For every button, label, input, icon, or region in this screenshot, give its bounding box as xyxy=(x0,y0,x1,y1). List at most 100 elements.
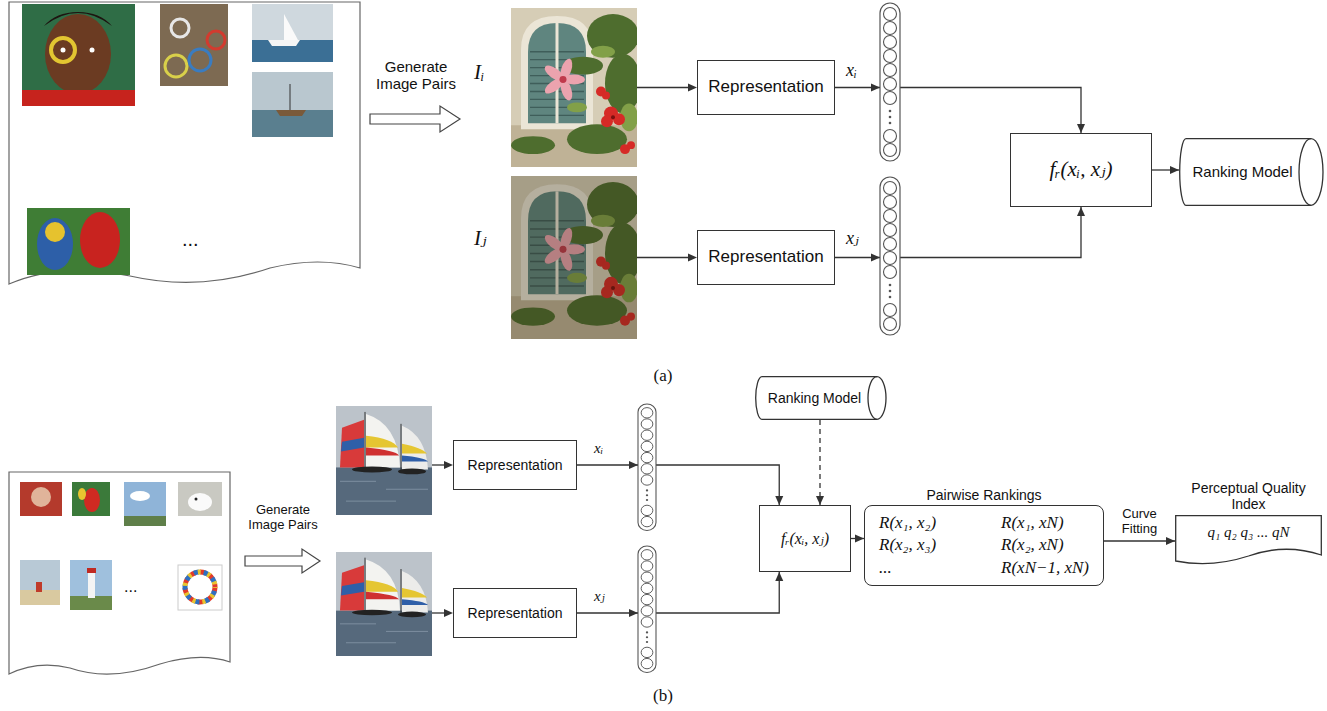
drawing-part xyxy=(20,590,60,605)
image-symbol: Iᵢ xyxy=(474,60,484,84)
vector-symbol: xⱼ xyxy=(846,228,859,249)
vector-symbol: xᵢ xyxy=(594,440,603,457)
connector xyxy=(851,535,864,543)
drawing-part xyxy=(72,482,110,516)
connector xyxy=(1152,166,1179,174)
drawing-part xyxy=(70,560,112,610)
process-box: Representation xyxy=(453,440,577,490)
drawing-part xyxy=(44,12,112,26)
drawing-part xyxy=(185,572,215,602)
drawing-part xyxy=(252,4,333,62)
image-symbol: Iⱼ xyxy=(474,226,487,250)
drawing-part xyxy=(178,565,222,610)
box-heading: Perceptual Quality Index xyxy=(1187,480,1311,512)
drawing-part xyxy=(871,84,880,92)
panel-label: (b) xyxy=(633,686,693,706)
drawing-part xyxy=(252,40,333,62)
process-box: Representation xyxy=(453,588,577,638)
edge-label: Curve Fitting xyxy=(1112,506,1168,537)
node-label: fᵣ(xᵢ, xⱼ) xyxy=(1050,157,1113,182)
drawing-part xyxy=(22,90,135,106)
drawing-part xyxy=(252,110,333,137)
cylinder-face xyxy=(868,377,877,420)
drawing-part xyxy=(188,493,212,511)
connector xyxy=(835,207,1085,258)
drawing-part xyxy=(37,218,73,270)
vector-symbol: xⱼ xyxy=(594,588,605,605)
drawing-part xyxy=(80,212,120,268)
quality-index: q₁ q₂ q₃ ... qN xyxy=(1208,515,1290,541)
photo-j xyxy=(511,176,641,339)
hollow-arrow xyxy=(245,549,320,573)
arrowhead xyxy=(855,535,864,543)
drawing-part xyxy=(165,19,225,77)
drawing-part xyxy=(31,487,51,507)
ranking-cell: R(x₂, xN) xyxy=(1001,535,1089,555)
drawing-part xyxy=(688,254,697,262)
node-label: Representation xyxy=(468,457,563,474)
vector-symbol: xᵢ xyxy=(846,60,857,81)
drawing-part xyxy=(87,568,96,573)
drawing-part xyxy=(45,14,111,94)
ranking-cell: ... xyxy=(879,558,936,578)
cylinder-body xyxy=(1180,139,1323,206)
drawing-part xyxy=(84,488,100,512)
document-outline xyxy=(1175,515,1322,567)
connector-line xyxy=(1104,540,1175,541)
drawing-part xyxy=(195,498,198,501)
ranking-cell: R(x₁, x₂) xyxy=(879,513,936,533)
drawing-part xyxy=(22,4,135,106)
connector-line xyxy=(577,465,779,505)
ranking-cell: R(xN−1, xN) xyxy=(1001,558,1089,578)
drawing-part xyxy=(444,461,453,469)
vector-arrowheads xyxy=(629,84,880,618)
node-label: Representation xyxy=(708,247,823,267)
drawing-part xyxy=(45,222,65,242)
drawing-part xyxy=(20,482,62,516)
ellipsis: ... xyxy=(182,228,199,251)
image-arrows xyxy=(432,84,697,618)
drawing-part xyxy=(637,87,690,88)
drawing-part xyxy=(9,2,360,284)
cylinder-face xyxy=(1299,139,1311,206)
function-box: fᵣ(xᵢ, xⱼ) xyxy=(1010,133,1152,207)
drawing-part xyxy=(185,572,215,602)
arrowhead xyxy=(816,496,824,505)
cylinder-body xyxy=(755,377,885,420)
drawing-part xyxy=(171,19,189,37)
drawing-part xyxy=(688,84,697,92)
arrowhead xyxy=(1166,537,1175,545)
drawing-part xyxy=(637,257,690,258)
drawing-part xyxy=(165,55,187,77)
connector xyxy=(577,465,783,505)
node-label: Representation xyxy=(468,605,563,622)
connector-line xyxy=(819,420,820,505)
connector-line xyxy=(835,88,1081,134)
feature-vector xyxy=(638,404,656,530)
ellipsis: ... xyxy=(124,578,137,596)
arrowhead xyxy=(775,572,783,581)
drawing-part xyxy=(78,488,86,500)
photo-j xyxy=(336,552,432,656)
drawing-part xyxy=(124,482,166,526)
drawing-part xyxy=(629,609,638,617)
drawing-part xyxy=(432,464,446,465)
image-sheet-a xyxy=(9,2,360,284)
drawing-part xyxy=(61,48,66,53)
feature-vector xyxy=(638,546,656,672)
drawing-part xyxy=(124,516,166,526)
connector xyxy=(577,572,783,613)
drawing-part xyxy=(276,110,306,116)
drawing-part xyxy=(51,38,75,62)
arrowhead xyxy=(1077,207,1085,216)
step-label: Generate Image Pairs xyxy=(242,503,324,533)
model-cylinder: Ranking Model xyxy=(755,376,886,420)
connector-line xyxy=(577,572,779,613)
drawing-part xyxy=(871,254,880,262)
ranking-cell: R(x₂, x₃) xyxy=(879,535,936,555)
document-body xyxy=(1176,516,1322,564)
drawing-part xyxy=(90,48,95,53)
drawing-part xyxy=(290,84,291,110)
node-label: Representation xyxy=(708,77,823,97)
drawing-part xyxy=(189,49,211,71)
